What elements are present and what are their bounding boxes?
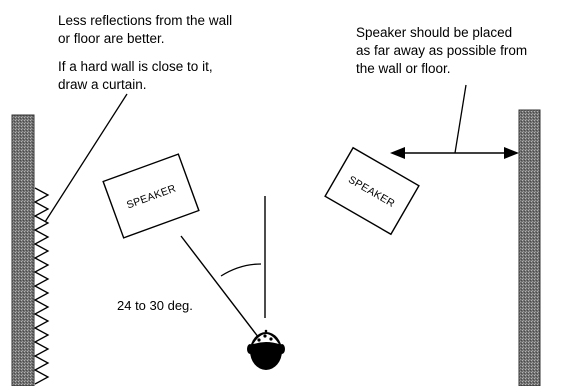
right-speaker: SPEAKER [324, 146, 420, 236]
curtain-zigzag [33, 187, 50, 385]
curtain-note-line-1: If a hard wall is close to it, [58, 59, 213, 74]
reflections-note-line-2: or floor are better. [58, 31, 165, 46]
placement-note-line-3: the wall or floor. [356, 61, 451, 76]
listener-head-icon [247, 329, 285, 370]
curtain-leader-line [44, 93, 128, 223]
arrowhead-left [390, 147, 405, 159]
listener-to-speaker-line [180, 235, 263, 343]
placement-leader-line [454, 84, 467, 154]
placement-note-line-1: Speaker should be placed [356, 25, 513, 40]
right-wall [518, 109, 541, 386]
curtain-note: If a hard wall is close to it, draw a cu… [58, 58, 213, 94]
left-speaker: SPEAKER [102, 153, 200, 239]
angle-label: 24 to 30 deg. [117, 298, 193, 313]
reflections-note-line-1: Less reflections from the wall [58, 13, 233, 28]
angle-arc [220, 263, 262, 277]
placement-note-line-2: as far away as possible from [356, 43, 528, 58]
left-wall [11, 114, 35, 386]
curtain-note-line-2: draw a curtain. [58, 77, 147, 92]
placement-note: Speaker should be placed as far away as … [356, 24, 527, 78]
reflections-note: Less reflections from the wall or floor … [58, 12, 232, 48]
arrowhead-right [504, 147, 519, 159]
